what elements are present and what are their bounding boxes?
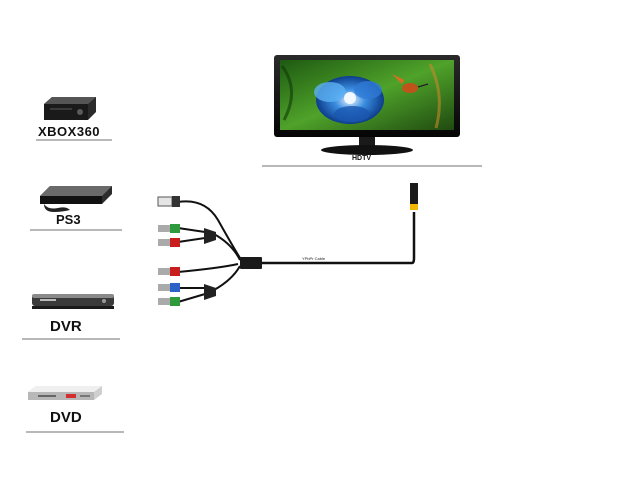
xbox360-device bbox=[44, 97, 96, 120]
rca-blue bbox=[158, 283, 180, 292]
xbox360-rule bbox=[36, 139, 112, 141]
cable-label: YPbPr Cable bbox=[302, 256, 326, 261]
dvd-rule bbox=[26, 431, 124, 433]
hdtv-stand bbox=[321, 145, 413, 155]
ps3-rule bbox=[30, 229, 122, 231]
cable-assembly bbox=[177, 200, 416, 303]
y-splitter-upper bbox=[204, 228, 216, 244]
dvr-label: DVR bbox=[50, 318, 82, 335]
usb-lead bbox=[177, 200, 241, 259]
hdtv bbox=[274, 55, 460, 155]
rca-red-upper bbox=[158, 238, 180, 247]
ps3-controller bbox=[44, 204, 70, 212]
dvr-device bbox=[32, 294, 114, 309]
xbox360-label: XBOX360 bbox=[38, 124, 101, 139]
hdtv-rule bbox=[262, 165, 482, 167]
hdtv-label: HDTV bbox=[352, 155, 372, 162]
hummingbird-image bbox=[392, 74, 429, 93]
dvd-device bbox=[28, 386, 102, 400]
y-splitter-lower bbox=[204, 284, 216, 300]
dvd-label: DVD bbox=[50, 409, 82, 426]
usb-connector bbox=[157, 196, 180, 207]
main-cable bbox=[262, 212, 416, 265]
hdmi-connector bbox=[410, 183, 418, 210]
rca-red-lower bbox=[158, 267, 180, 276]
rca-green-upper bbox=[158, 224, 180, 233]
ps3-device bbox=[40, 186, 112, 212]
ps3-label: PS3 bbox=[56, 212, 81, 227]
junction-box bbox=[240, 257, 262, 269]
dvr-rule bbox=[22, 338, 120, 340]
hdtv-neck bbox=[359, 137, 375, 146]
rca-green-lower bbox=[158, 297, 180, 306]
flower-image bbox=[314, 76, 384, 124]
